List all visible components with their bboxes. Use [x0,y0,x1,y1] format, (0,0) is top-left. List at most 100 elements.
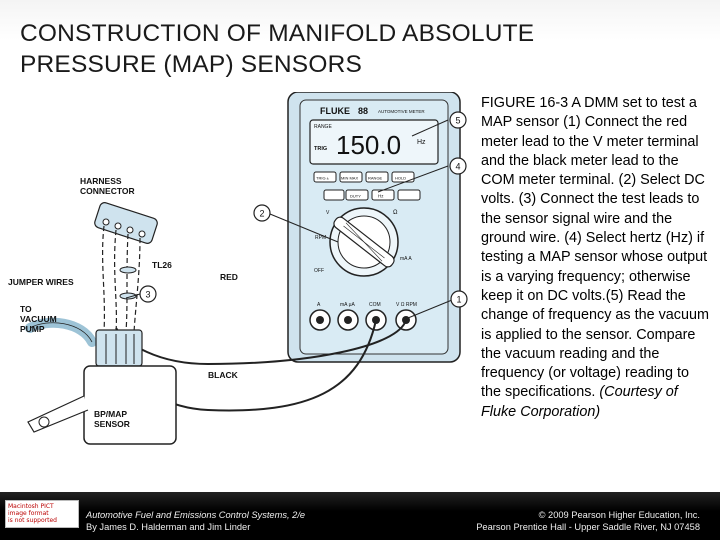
meter-button-label-4: DUTY [350,194,361,199]
jumper-wire-4 [133,237,141,333]
terminal-label-com: COM [369,302,381,308]
label-black: BLACK [208,370,239,380]
label-harness-connector: HARNESS CONNECTOR [80,176,135,196]
meter-button-label-3: HOLD [395,176,406,181]
meter-buttons: TRIG ± MIN MAX RANGE HOLD DUTY Hz [313,171,421,201]
connector-pin-1 [102,218,110,226]
callout-3 [139,285,157,303]
connector-pin-4 [138,230,146,238]
footer-copyright: © 2009 Pearson Higher Education, Inc. Pe… [476,509,700,533]
meter-button-3[interactable] [365,171,389,183]
callout-1 [450,290,468,308]
callout-3-number: 3 [145,290,150,300]
bp-map-sensor [27,329,177,445]
harness-connector [94,202,158,333]
callout-2-number: 2 [259,209,264,219]
meter-button-label-0: TRIG ± [316,176,330,181]
dial-label-rpm: RPM [315,235,326,241]
label-to-line: TO [20,304,32,314]
title-line-2: PRESSURE (MAP) SENSORS [20,51,363,78]
title-line-1: CONSTRUCTION OF MANIFOLD ABSOLUTE [20,20,535,47]
logo-text: Macintosh PICT image format is not suppo… [8,503,57,524]
caption-credit: (Courtesy of Fluke Corporation) [481,384,678,420]
logo-line-3: is not supported [8,517,57,524]
meter-range-label: RANGE [314,124,332,130]
connector-pin-3 [126,226,134,234]
vacuum-hose-outline [29,322,93,343]
callout-5-number: 5 [455,116,460,126]
label-jumper-wires: JUMPER WIRES [8,277,74,287]
meter-rotary-dial[interactable]: V RPM OFF Ω mA A [314,207,412,277]
terminal-label-ma: mA μA [340,302,355,308]
logo-line-1: Macintosh PICT [8,503,54,510]
figure-label: FIGURE 16-3 [481,95,569,111]
callout-3-leader [125,293,141,299]
callout-4-leader [377,165,449,193]
multimeter: FLUKE 88 AUTOMOTIVE METER RANGE TRIG 150… [287,92,461,363]
callout-2-leader [269,213,339,243]
footer-book-title: Automotive Fuel and Emissions Control Sy… [86,510,306,520]
callout-1-number: 1 [456,295,461,305]
footer-copyright-line: © 2009 Pearson Higher Education, Inc. [538,510,700,520]
figure-labels: HARNESS CONNECTOR TL26 JUMPER WIRES TO V… [8,176,239,429]
meter-model: 88 [358,106,368,116]
dial-label-off: OFF [314,268,324,274]
meter-brand: FLUKE [320,106,350,116]
terminal-ma-hole [344,316,352,324]
terminal-a-hole [316,316,324,324]
jumper-wire-1 [101,225,106,333]
label-sensor: BP/MAP SENSOR [94,409,130,429]
meter-button-label-5: Hz [378,194,384,199]
terminal-label-a: A [317,302,321,308]
dmm-map-sensor-figure: FLUKE 88 AUTOMOTIVE METER RANGE TRIG 150… [8,92,470,480]
meter-button-2[interactable] [339,171,363,183]
meter-reading: 150.0 [336,130,401,160]
dial-label-v: V [326,210,330,216]
label-tl26: TL26 [152,260,172,270]
callout-1-leader [407,299,453,319]
callout-2 [253,204,271,222]
label-sensor-line-2: SENSOR [94,419,130,429]
meter-trig-label: TRIG [314,146,327,152]
label-to-vacuum-pump: TO VACUUM PUMP [20,304,59,334]
footer-authors: By James D. Halderman and Jim Linder [86,522,251,532]
label-pump-line: PUMP [20,324,45,334]
meter-button-4[interactable] [391,171,415,183]
dial-grip-line-2 [343,225,385,259]
connector-pin-2 [114,222,122,230]
jumper-wire-3 [125,233,129,333]
label-harness-line-1: HARNESS [80,176,122,186]
meter-button-label-1: MIN MAX [341,176,358,181]
callout-4-number: 4 [455,162,460,172]
caption-text: A DMM set to test a MAP sensor (1) Conne… [481,95,709,401]
meter-button-5[interactable] [323,189,345,201]
footer-book-info: Automotive Fuel and Emissions Control Sy… [86,509,305,533]
probe-tip-red [119,266,137,274]
meter-button-duty[interactable] [345,189,369,201]
logo-line-2: image format [8,510,49,517]
label-harness-line-2: CONNECTOR [80,186,135,196]
label-vacuum-line: VACUUM [20,314,57,324]
callout-5 [449,111,467,129]
meter-subtitle: AUTOMOTIVE METER [378,109,425,114]
footer-publisher-line: Pearson Prentice Hall - Upper Saddle Riv… [476,522,700,532]
meter-display [309,119,439,165]
jumper-wire-2 [113,229,118,333]
meter-unit: Hz [417,139,426,146]
callout-4 [449,157,467,175]
meter-button-1[interactable] [313,171,337,183]
figure-caption: FIGURE 16-3 A DMM set to test a MAP sens… [481,94,709,422]
terminal-label-v: V Ω RPM [396,302,417,308]
probe-tip-black [119,292,137,300]
label-red: RED [220,272,238,282]
mounting-hole [38,416,50,428]
dial-label-ohm: Ω [393,210,398,216]
dial-label-ma: mA A [400,256,412,262]
sensor-body [83,365,177,445]
slide-footer: Macintosh PICT image format is not suppo… [0,492,720,540]
meter-button-8[interactable] [397,189,421,201]
sensor-connector-housing [95,329,143,367]
label-sensor-line-1: BP/MAP [94,409,127,419]
callouts: 5 4 2 3 1 [125,111,468,319]
